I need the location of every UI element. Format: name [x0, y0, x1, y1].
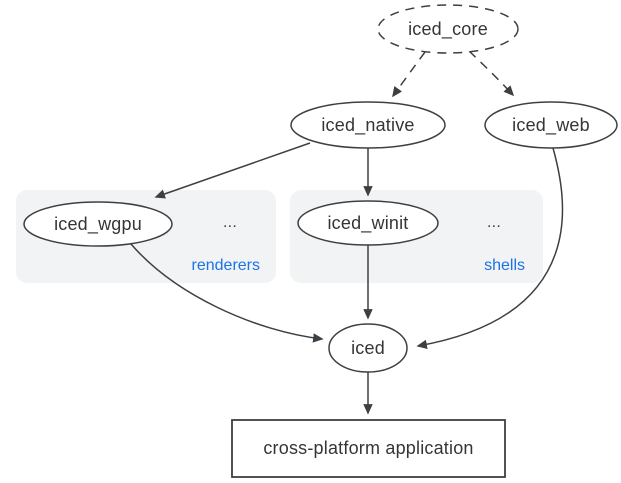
edge-web-to-iced — [416, 147, 564, 350]
node-iced-winit — [297, 200, 439, 246]
renderers-ellipsis: ... — [223, 214, 237, 231]
node-label-iced-wgpu: iced_wgpu — [54, 213, 142, 234]
shells-ellipsis: ... — [487, 214, 501, 231]
node-label-iced: iced — [351, 337, 385, 358]
node-label-iced-core: iced_core — [408, 18, 488, 39]
node-iced-wgpu — [23, 201, 173, 247]
edge-native-to-wgpu — [154, 142, 311, 199]
node-label-application: cross-platform application — [263, 438, 474, 458]
edge-core-to-native — [392, 51, 426, 98]
node-label-iced-native: iced_native — [321, 114, 415, 135]
node-iced-web — [484, 101, 618, 149]
node-iced-core — [377, 4, 519, 54]
edge-wgpu-to-iced — [130, 243, 324, 343]
node-iced — [328, 323, 408, 373]
node-label-iced-winit: iced_winit — [327, 212, 409, 233]
node-label-iced-web: iced_web — [512, 114, 590, 135]
node-iced-native — [290, 101, 446, 149]
shells-group-label: shells — [484, 257, 525, 274]
node-application — [231, 419, 506, 478]
edge-core-to-web — [468, 50, 515, 97]
renderers-group-label: renderers — [191, 257, 260, 274]
